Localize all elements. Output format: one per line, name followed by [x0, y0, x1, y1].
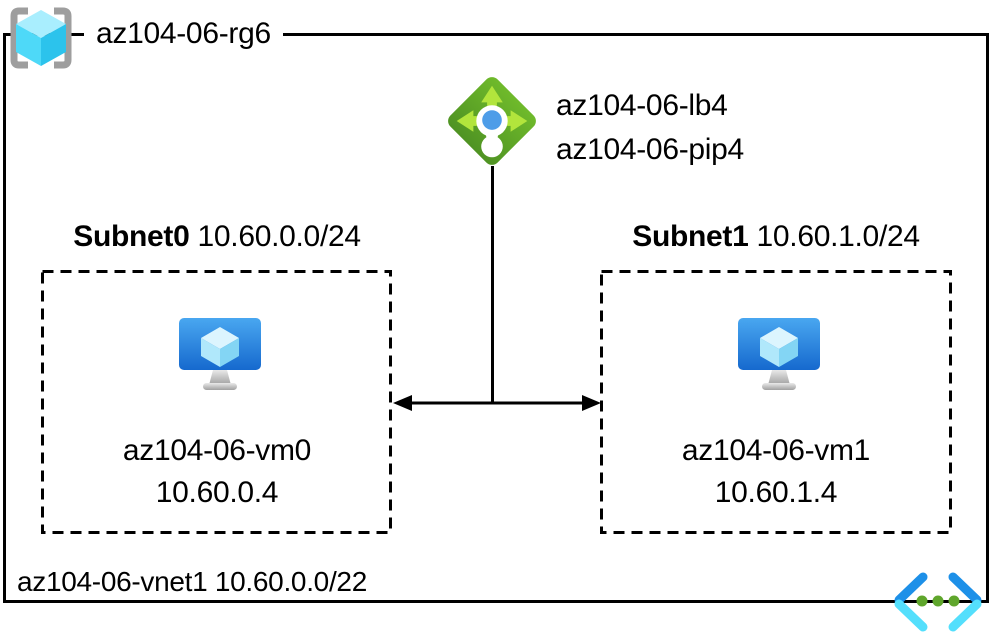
lb-hub-dot: [482, 110, 502, 130]
subnet1-name: Subnet1: [632, 220, 749, 253]
vm-cube-right: [779, 338, 798, 367]
vm0-ip: 10.60.0.4: [155, 476, 279, 509]
vnet-dot-1: [916, 595, 928, 607]
resource-group-title: az104-06-rg6: [84, 14, 283, 54]
public-ip-name: az104-06-pip4: [556, 133, 744, 166]
chevron-left-top: [894, 572, 928, 605]
resource-group-box: [3, 33, 989, 603]
vnet-icon: [894, 572, 982, 632]
vm-stand: [768, 370, 790, 385]
lb-hub-base: [481, 135, 503, 158]
bracket-right-icon: [54, 7, 72, 69]
chevron-left-bottom: [894, 599, 928, 632]
subnet1-cidr: 10.60.1.0/24: [756, 220, 921, 253]
load-balancer-labels: az104-06-lb4 az104-06-pip4: [556, 84, 744, 172]
vm0-name: az104-06-vm0: [122, 434, 312, 467]
vm-stand-base: [203, 383, 237, 390]
subnet0-box: [41, 270, 392, 534]
vnet-caption: az104-06-vnet1 10.60.0.0/22: [17, 566, 367, 598]
subnet0-name: Subnet0: [73, 220, 190, 253]
cube-left-face: [16, 24, 41, 66]
vm-icon-1: [738, 318, 820, 390]
resource-group-icon: [10, 7, 72, 69]
vm-icon-0: [179, 318, 261, 390]
vm-stand-base: [762, 383, 796, 390]
vnet-name: az104-06-vnet1: [17, 566, 208, 597]
vnet-cidr: 10.60.0.0/22: [214, 566, 367, 597]
subnet0-cidr: 10.60.0.0/24: [197, 220, 362, 253]
load-balancer-icon: [448, 77, 536, 165]
chevron-right-top: [948, 572, 982, 605]
subnet1-box: [600, 270, 952, 534]
vm1-ip: 10.60.1.4: [714, 476, 838, 509]
subnet1-heading: Subnet1 10.60.1.0/24: [600, 218, 952, 256]
chevron-right-bottom: [948, 599, 982, 632]
cube-right-face: [41, 24, 66, 66]
vm1-label: az104-06-vm1 10.60.1.4: [600, 430, 952, 514]
arrowhead-right-icon: [582, 395, 601, 411]
vm-cube-right: [220, 338, 239, 367]
vm-cube-left: [201, 338, 220, 367]
vnet-dot-3: [948, 595, 960, 607]
subnet0-heading: Subnet0 10.60.0.0/24: [41, 218, 393, 256]
vm1-name: az104-06-vm1: [681, 434, 871, 467]
arrowhead-left-icon: [393, 395, 412, 411]
lb-arrow-up-icon: [481, 85, 503, 103]
vm-cube-left: [760, 338, 779, 367]
vnet-dot-2: [932, 595, 944, 607]
lb-arrow-left-icon: [456, 110, 474, 132]
vm-stand: [209, 370, 231, 385]
load-balancer-name: az104-06-lb4: [556, 89, 728, 122]
vm0-label: az104-06-vm0 10.60.0.4: [41, 430, 393, 514]
bracket-left-icon: [10, 7, 28, 69]
lb-arrow-right-icon: [510, 110, 528, 132]
